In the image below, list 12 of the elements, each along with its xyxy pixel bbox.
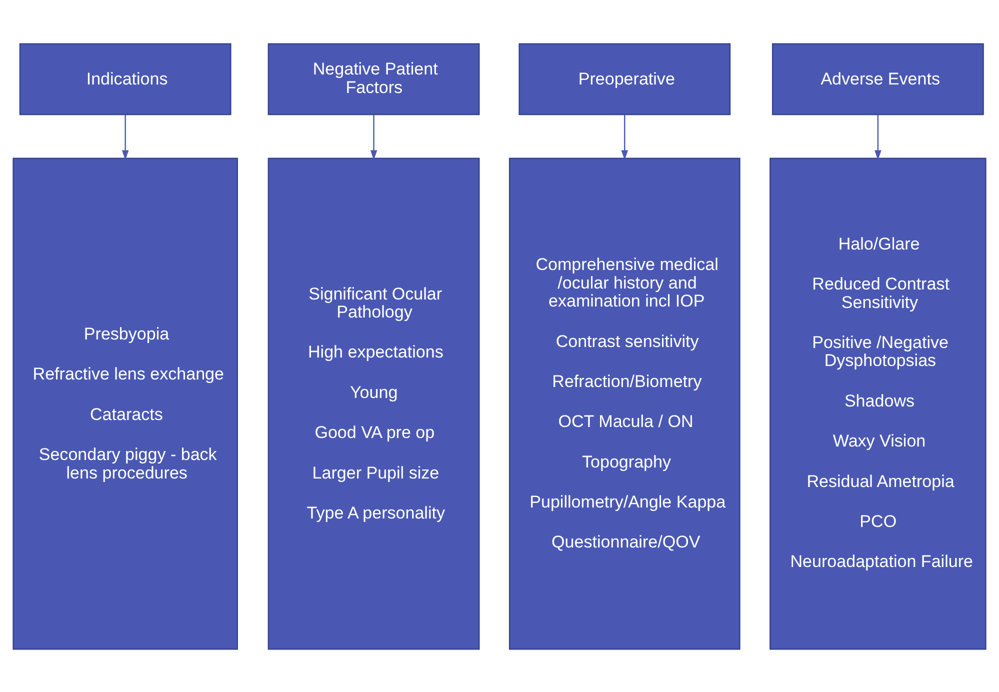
arrow — [621, 114, 628, 160]
node-box: Negative Patient Factors — [268, 42, 480, 115]
arrow — [874, 114, 882, 160]
arrow — [122, 114, 129, 160]
node-box: Preoperative — [518, 42, 731, 115]
node-box: Presbyopia Refractive lens exchange Cataracts Secondary piggy - back lens procedures — [12, 157, 238, 650]
node-box: Adverse Events — [772, 42, 984, 115]
node-box: Halo/Glare Reduced Contrast Sensitivity Positive /Negative Dysphotopsias Shadows Waxy Vision Residual Ametropia PCO Neuroadaptation Failure — [770, 157, 986, 650]
arrow — [370, 114, 378, 160]
node-box: Significant Ocular Pathology High expectations Young Good VA pre op Larger Pupil size Type A personality — [268, 157, 480, 650]
node-box: Indications — [19, 42, 232, 115]
node-box: Comprehensive medical /ocular history and examination incl IOP Contrast sensitivity Refraction/Biometry OCT Macula / ON Topography Pupillometry/Angle Kappa Questionnaire/QOV — [508, 157, 740, 650]
